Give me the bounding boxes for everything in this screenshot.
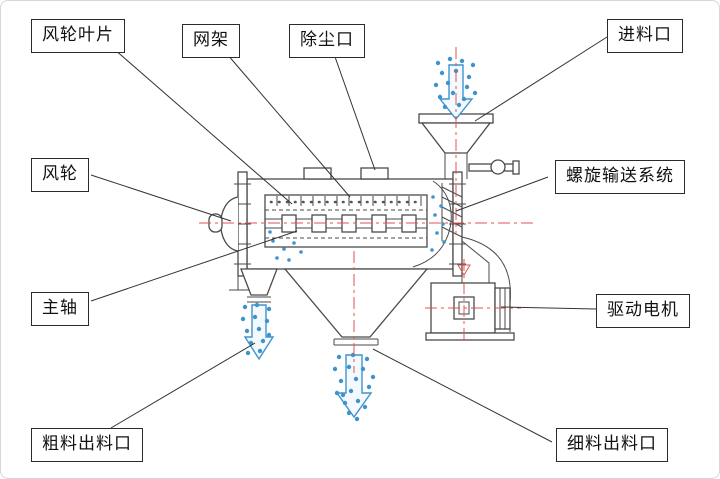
label-drive-motor: 驱动电机 (596, 294, 690, 328)
label-fine-outlet: 细料出料口 (556, 428, 668, 462)
label-main-shaft: 主轴 (31, 292, 89, 326)
leader-main-shaft (90, 230, 298, 302)
valve-handle (468, 159, 520, 175)
leader-wind-wheel-blade (113, 48, 293, 205)
screw-conveyor-part (441, 183, 463, 241)
inner-chamber-curve (412, 180, 452, 268)
drive-motor-part (425, 282, 515, 341)
label-dust-port: 除尘口 (289, 24, 365, 58)
leader-fine-outlet (372, 348, 553, 443)
label-wind-wheel: 风轮 (31, 158, 89, 192)
top-port (303, 167, 332, 180)
coarse-flow-arrow (243, 304, 275, 361)
leader-coarse-outlet (110, 342, 256, 429)
leader-lines (90, 36, 608, 443)
label-feed-inlet: 进料口 (607, 19, 683, 53)
leader-feed-inlet (474, 36, 608, 122)
label-screw-conveyor: 螺旋输送系统 (555, 160, 685, 194)
particle-dots (240, 56, 478, 422)
discharge-cone (283, 268, 429, 346)
leader-mesh-frame (226, 53, 351, 198)
label-mesh-frame: 网架 (182, 24, 240, 58)
label-wind-wheel-blade: 风轮叶片 (31, 19, 125, 53)
centerlines (199, 47, 533, 373)
leader-screw-conveyor (455, 176, 549, 212)
leader-drive-motor (500, 306, 597, 310)
coarse-outlet-funnel (240, 268, 278, 303)
feed-flow-arrow (438, 64, 474, 121)
leader-wind-wheel (90, 174, 232, 222)
mesh-frame-assembly (264, 194, 428, 248)
leader-dust-port (333, 53, 376, 171)
wind-wheel-cap (208, 196, 239, 252)
label-coarse-outlet: 粗料出料口 (31, 428, 143, 462)
